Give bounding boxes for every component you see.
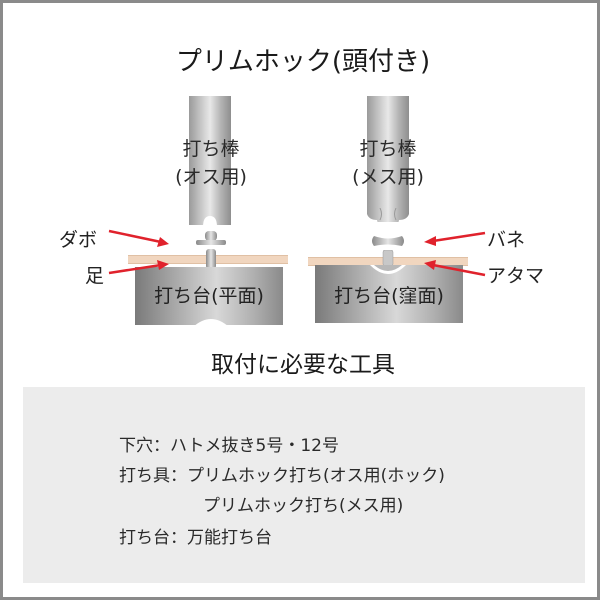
tool-row-anvil: 打ち台：万能打ち台 <box>119 523 272 548</box>
arrow-icon-atama <box>424 260 486 277</box>
flat-anvil <box>135 267 283 325</box>
tool-label: 打ち台： <box>119 528 187 548</box>
setting-diagram: 打ち棒 (オス用) 打ち台(平面) ダボ 足 <box>3 3 600 343</box>
tool-value: 万能打ち台 <box>187 528 272 548</box>
female-setter-rod <box>367 96 409 222</box>
callout-bane: バネ <box>487 229 526 251</box>
tool-label: 打ち具： <box>119 466 187 486</box>
female-rod-label-line1: 打ち棒 <box>359 138 417 160</box>
concave-anvil <box>315 265 463 323</box>
spring-icon <box>372 236 404 246</box>
callout-ashi: 足 <box>85 265 105 287</box>
callout-atama: アタマ <box>487 265 545 287</box>
tool-row-hole: 下穴：ハトメ抜き5号・12号 <box>119 431 339 456</box>
male-setter-rod <box>189 96 231 225</box>
page-title: プリムホック(頭付き) <box>175 47 431 77</box>
tool-value: プリムホック打ち(オス用(ホック) <box>187 466 445 486</box>
concave-anvil-label: 打ち台(窪面) <box>334 285 444 307</box>
flat-anvil-notch <box>193 319 229 327</box>
callout-dabo: ダボ <box>59 229 98 251</box>
arrow-icon-bane <box>424 231 486 246</box>
tool-row-setter: 打ち具：プリムホック打ち(オス用(ホック) <box>119 461 445 486</box>
arrow-icon-dabo <box>108 229 169 247</box>
stud-icon <box>196 231 226 245</box>
flat-anvil-label: 打ち台(平面) <box>154 285 264 307</box>
tools-panel: 下穴：ハトメ抜き5号・12号 打ち具：プリムホック打ち(オス用(ホック) プリム… <box>23 387 585 583</box>
tool-value: ハトメ抜き5号・12号 <box>170 436 339 456</box>
tool-label: 下穴： <box>119 436 170 456</box>
arrow-icon-ashi <box>108 260 169 275</box>
male-rod-label-line2: (オス用) <box>175 166 247 188</box>
tool-row-setter-female: プリムホック打ち(メス用) <box>203 491 403 516</box>
male-rod-label-line1: 打ち棒 <box>182 138 240 160</box>
tool-value: プリムホック打ち(メス用) <box>203 496 404 516</box>
female-rod-tip <box>367 208 409 228</box>
cap-head-icon <box>370 265 406 274</box>
female-rod-label-line2: (メス用) <box>352 166 424 188</box>
male-rod-notch <box>203 216 217 227</box>
tools-heading: 取付に必要な工具 <box>211 352 395 378</box>
